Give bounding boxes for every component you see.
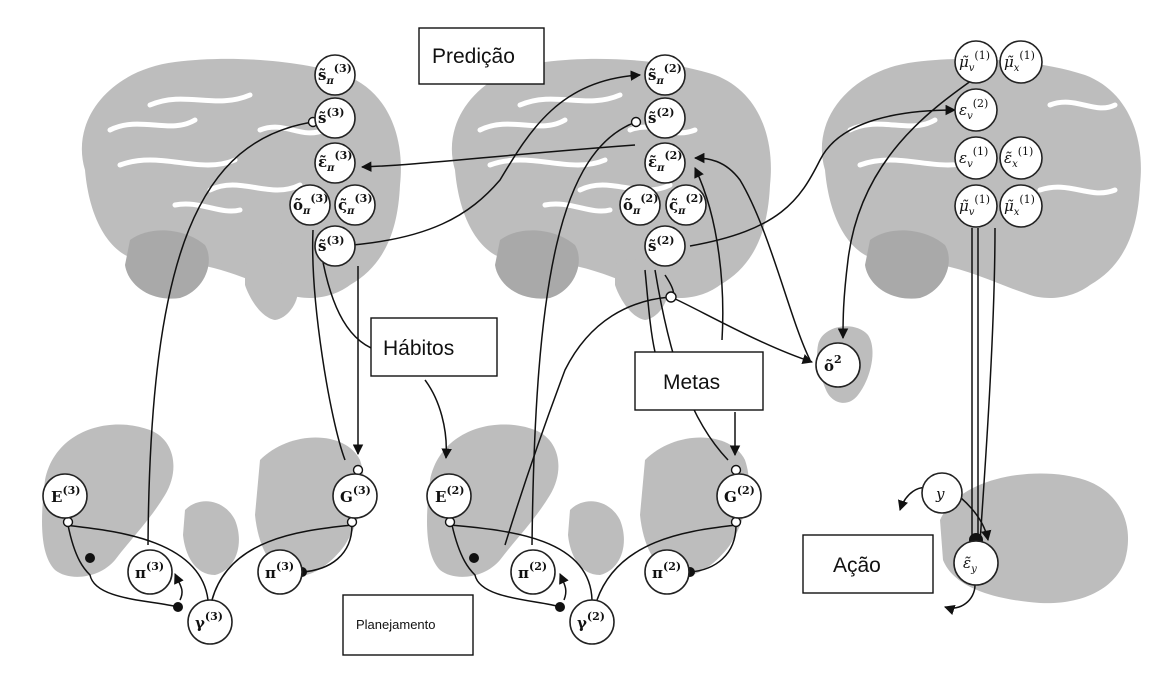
svg-text:μ̃x(1): μ̃x(1) xyxy=(1004,49,1035,74)
node-pi-3-right: π(3) xyxy=(257,549,303,595)
node-s-out-2: s̃(2) xyxy=(644,225,686,267)
node-E-2: E(2) xyxy=(426,473,472,519)
svg-text:μ̃v(1): μ̃v(1) xyxy=(959,49,990,74)
node-G-2: G(2) xyxy=(716,473,762,519)
label-box-acao: Ação xyxy=(802,534,934,594)
node-s-2: s̃(2) xyxy=(644,97,686,139)
svg-text:E(3): E(3) xyxy=(51,484,81,506)
label-box-predicao: Predição xyxy=(418,27,545,85)
svg-text:Planejamento: Planejamento xyxy=(356,617,436,632)
node-pi-2-left: π(2) xyxy=(510,549,556,595)
label-box-habitos: Hábitos xyxy=(370,317,498,377)
svg-text:Metas: Metas xyxy=(663,371,720,394)
node-s-pi-3: s̃π(3) xyxy=(314,54,356,96)
svg-text:ς̃π(3): ς̃π(3) xyxy=(338,192,373,217)
svg-text:s̃(2): s̃(2) xyxy=(648,106,675,127)
node-gamma-3: γ(3) xyxy=(187,599,233,645)
node-s-out-3: s̃(3) xyxy=(314,225,356,267)
node-xi-pi-3: ς̃π(3) xyxy=(334,184,376,226)
svg-text:γ(2): γ(2) xyxy=(577,610,605,632)
label-box-metas: Metas xyxy=(634,351,764,411)
basal-ganglia-left xyxy=(42,424,365,577)
svg-text:ε̃π(3): ε̃π(3) xyxy=(318,149,353,174)
svg-text:Predição: Predição xyxy=(432,45,515,68)
svg-text:s̃(3): s̃(3) xyxy=(318,106,345,127)
svg-text:s̃π(2): s̃π(2) xyxy=(648,62,682,87)
node-s-3: s̃(3) xyxy=(314,97,356,139)
svg-text:π(2): π(2) xyxy=(652,560,681,582)
node-eps-y: ε̃y xyxy=(953,540,999,586)
svg-text:s̃π(3): s̃π(3) xyxy=(318,62,352,87)
node-xi-pi-2: ς̃π(2) xyxy=(665,184,707,226)
svg-text:E(2): E(2) xyxy=(435,484,465,506)
node-o-pi-3: õπ(3) xyxy=(289,184,331,226)
svg-text:õ2: õ2 xyxy=(824,353,842,375)
brain-silhouette-middle xyxy=(451,58,771,320)
node-pi-2-right: π(2) xyxy=(644,549,690,595)
svg-text:εv(1): εv(1) xyxy=(959,145,988,170)
basal-ganglia-middle xyxy=(427,424,750,577)
node-eps-v-1: εv(1) xyxy=(954,136,998,180)
svg-text:ε̃x(1): ε̃x(1) xyxy=(1004,145,1033,170)
node-mu-x-1-lower: μ̃x(1) xyxy=(999,184,1043,228)
node-s-pi-2: s̃π(2) xyxy=(644,54,686,96)
svg-text:õπ(2): õπ(2) xyxy=(623,192,658,217)
node-eps-pi-2: ε̃π(2) xyxy=(644,142,686,184)
svg-text:ς̃π(2): ς̃π(2) xyxy=(669,192,704,217)
svg-text:γ(3): γ(3) xyxy=(195,610,223,632)
svg-text:μ̃v(1): μ̃v(1) xyxy=(959,193,990,218)
svg-text:y: y xyxy=(935,485,945,503)
svg-text:Hábitos: Hábitos xyxy=(383,337,454,360)
svg-text:ε̃y: ε̃y xyxy=(963,554,977,575)
node-mu-x-1-top: μ̃x(1) xyxy=(999,40,1043,84)
svg-text:εv(2): εv(2) xyxy=(959,97,988,122)
node-eps-pi-3: ε̃π(3) xyxy=(314,142,356,184)
svg-text:G(3): G(3) xyxy=(340,484,371,506)
svg-text:π(2): π(2) xyxy=(518,560,547,582)
svg-text:Ação: Ação xyxy=(833,554,881,577)
node-o-2-outcome: õ2 xyxy=(815,342,861,388)
node-mu-v-1-lower: μ̃v(1) xyxy=(954,184,998,228)
node-gamma-2: γ(2) xyxy=(569,599,615,645)
node-o-pi-2: õπ(2) xyxy=(619,184,661,226)
node-eps-v-2: εv(2) xyxy=(954,88,998,132)
node-eps-x-1: ε̃x(1) xyxy=(999,136,1043,180)
node-G-3: G(3) xyxy=(332,473,378,519)
node-y: y xyxy=(921,472,963,514)
node-mu-v-1: μ̃v(1) xyxy=(954,40,998,84)
svg-text:π(3): π(3) xyxy=(265,560,294,582)
svg-text:õπ(3): õπ(3) xyxy=(293,192,328,217)
node-pi-3-left: π(3) xyxy=(127,549,173,595)
svg-text:s̃(3): s̃(3) xyxy=(318,234,345,255)
svg-text:ε̃π(2): ε̃π(2) xyxy=(648,149,683,174)
svg-text:π(3): π(3) xyxy=(135,560,164,582)
label-box-planejamento: Planejamento xyxy=(342,594,474,656)
svg-text:μ̃x(1): μ̃x(1) xyxy=(1004,193,1035,218)
svg-text:G(2): G(2) xyxy=(724,484,755,506)
node-E-3: E(3) xyxy=(42,473,88,519)
svg-text:s̃(2): s̃(2) xyxy=(648,234,675,255)
